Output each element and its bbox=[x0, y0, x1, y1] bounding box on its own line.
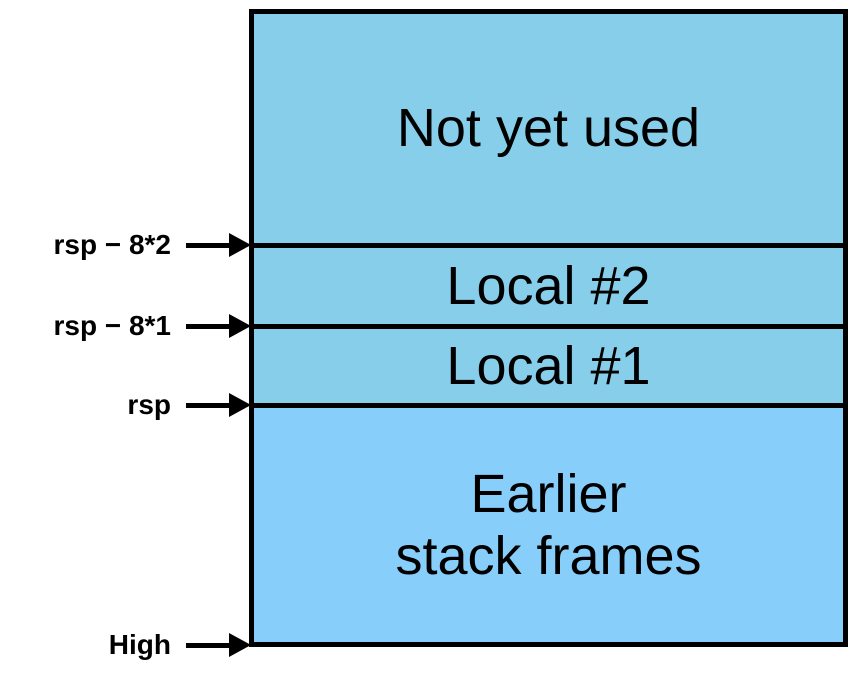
divider-line-rsp-minus-8x1 bbox=[254, 324, 843, 329]
arrow-shaft bbox=[186, 242, 229, 248]
region-not-yet-used: Not yet used bbox=[254, 14, 843, 243]
region-label-local-1: Local #1 bbox=[446, 335, 651, 396]
pointer-label-rsp-minus-8x1: rsp − 8*1 bbox=[53, 310, 171, 341]
divider-line-rsp-minus-8x2 bbox=[254, 243, 843, 248]
pointer-label-high: High bbox=[108, 629, 171, 660]
region-label-local-2: Local #2 bbox=[446, 255, 651, 316]
arrow-shaft bbox=[186, 323, 229, 329]
arrow-shaft bbox=[186, 642, 229, 648]
pointer-high: High bbox=[109, 629, 251, 661]
arrow-head bbox=[229, 314, 251, 338]
right-arrow-icon bbox=[186, 393, 251, 417]
pointer-label-rsp-minus-8x2: rsp − 8*2 bbox=[53, 229, 171, 260]
arrow-head bbox=[229, 233, 251, 257]
arrow-head bbox=[229, 633, 251, 657]
right-arrow-icon bbox=[186, 233, 251, 257]
right-arrow-icon bbox=[186, 314, 251, 338]
stack-box: Not yet used Local #2 Local #1 Earlier s… bbox=[249, 9, 848, 647]
pointer-rsp-minus-8x2: rsp − 8*2 bbox=[53, 229, 251, 261]
right-arrow-icon bbox=[186, 633, 251, 657]
region-label-not-yet-used: Not yet used bbox=[396, 98, 701, 159]
region-local-2: Local #2 bbox=[254, 248, 843, 324]
pointer-label-rsp: rsp bbox=[127, 389, 171, 420]
region-earlier-stack-frames: Earlier stack frames bbox=[254, 408, 843, 642]
region-local-1: Local #1 bbox=[254, 329, 843, 403]
arrow-shaft bbox=[186, 402, 229, 408]
region-label-earlier-stack-frames: Earlier stack frames bbox=[395, 463, 702, 586]
pointer-rsp: rsp bbox=[127, 389, 251, 421]
divider-line-rsp bbox=[254, 403, 843, 408]
arrow-head bbox=[229, 393, 251, 417]
pointer-rsp-minus-8x1: rsp − 8*1 bbox=[53, 310, 251, 342]
